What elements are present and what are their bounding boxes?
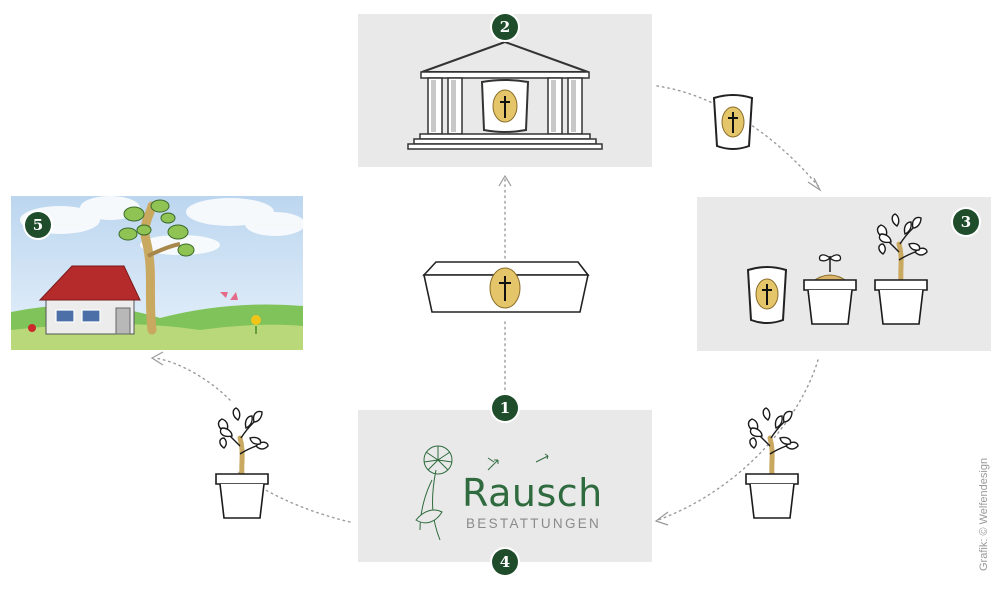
- step-badge-3: 3: [953, 209, 979, 235]
- step-badge-4: 4: [492, 549, 518, 575]
- house-tree-landscape-icon: [11, 196, 305, 350]
- rausch-logo-dandelion-icon: [415, 445, 549, 541]
- potted-tree-icon-left: [215, 408, 268, 519]
- logo-subtitle: BESTATTUNGEN: [466, 516, 602, 531]
- step-badge-2: 2: [492, 14, 518, 40]
- connector-arrowheads: [150, 174, 822, 526]
- potted-tree-icon-right: [745, 408, 798, 519]
- step-4-panel: [358, 410, 652, 562]
- urn-icon: [712, 94, 754, 150]
- temple-with-urn-icon: [407, 40, 603, 150]
- step-3-panel: [697, 197, 991, 351]
- coffin-icon: [422, 261, 590, 313]
- step-badge-1: 1: [492, 395, 518, 421]
- logo-name: Rausch: [462, 471, 603, 515]
- urn-sprout-pots-icon: [746, 214, 927, 325]
- step-badge-5: 5: [25, 212, 51, 238]
- graphic-credit: Grafik: © Welfendesign: [978, 457, 990, 571]
